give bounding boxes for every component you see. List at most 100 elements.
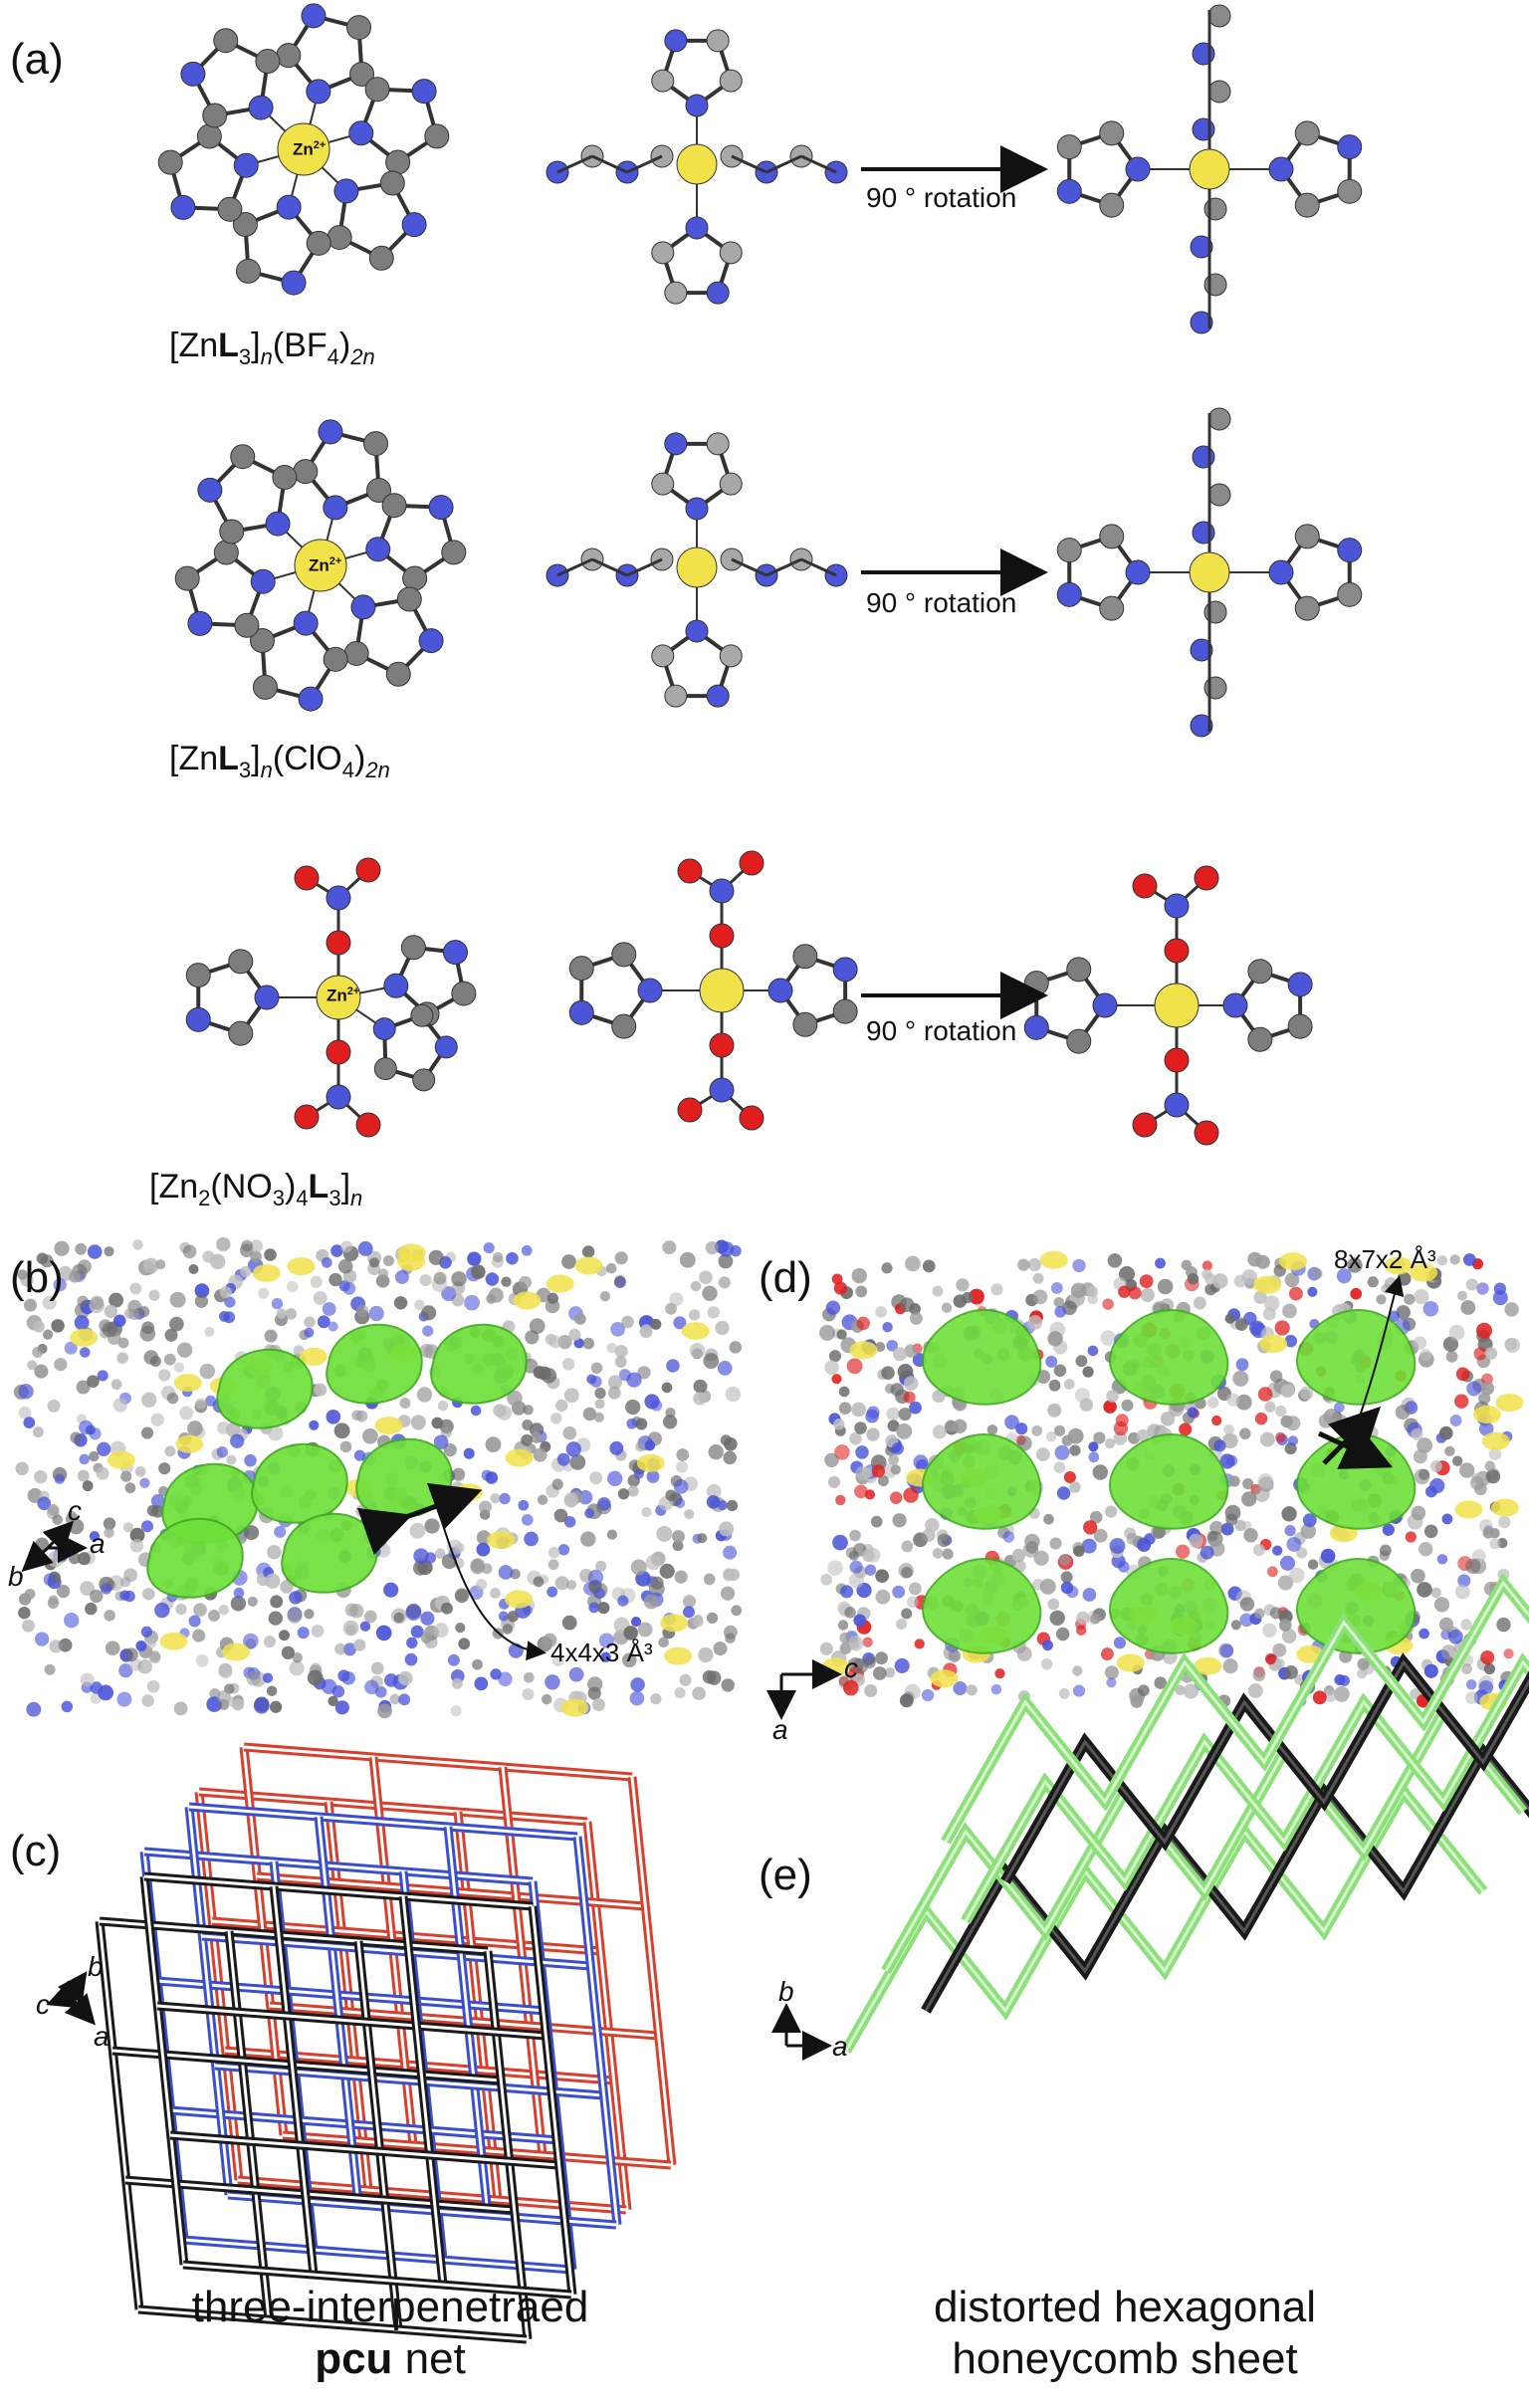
atom [1207, 483, 1231, 507]
atom [1249, 1320, 1265, 1336]
atom [556, 1452, 570, 1466]
atom [1252, 1668, 1266, 1682]
atom [195, 1653, 209, 1667]
atom [635, 1418, 648, 1430]
zinc-atom [1473, 1406, 1501, 1423]
atom [1465, 1558, 1481, 1574]
atom [1456, 1290, 1468, 1301]
nitrogen-atom [306, 79, 331, 105]
atom [1072, 1665, 1083, 1676]
atom [471, 1264, 486, 1279]
atom [1047, 1331, 1063, 1347]
atom [1049, 1610, 1065, 1627]
panel-label-e: (e) [759, 1851, 812, 1899]
atom [137, 1658, 152, 1674]
atom [1054, 1444, 1070, 1460]
atom [419, 1273, 432, 1287]
carbon-atom [424, 123, 450, 149]
atom [832, 1534, 848, 1551]
atom [42, 1329, 54, 1340]
atom [650, 1693, 662, 1705]
atom [1063, 1470, 1076, 1484]
atom [1058, 1554, 1071, 1566]
atom [1496, 1617, 1511, 1633]
atom [394, 1269, 409, 1284]
atom [382, 1254, 394, 1267]
atom [240, 1265, 252, 1277]
atom [1288, 1286, 1303, 1301]
atom [1155, 1257, 1166, 1269]
atom [80, 1347, 91, 1358]
zinc-atom [1410, 1263, 1437, 1282]
atom [892, 1513, 907, 1528]
atom [1027, 1257, 1041, 1272]
atom [1090, 1613, 1101, 1625]
atom [1031, 1424, 1043, 1436]
atom [843, 1679, 859, 1696]
atom [666, 1359, 680, 1373]
atom [1274, 1320, 1290, 1336]
zinc-atom [699, 968, 745, 1013]
nitrogen-atom [418, 628, 444, 654]
atom [892, 1585, 906, 1599]
atom [334, 1700, 349, 1715]
atom [97, 1370, 109, 1382]
atom [475, 1578, 488, 1591]
atom [1139, 1274, 1154, 1288]
atom [1449, 1254, 1460, 1265]
nitrogen-atom [248, 95, 274, 120]
atom [644, 1394, 660, 1410]
atom [1063, 1379, 1075, 1390]
nitrogen-atom [1337, 538, 1363, 563]
atom [849, 1529, 861, 1542]
atom [855, 1445, 869, 1459]
atom [582, 1407, 597, 1422]
atom [129, 1539, 144, 1553]
atom [881, 1366, 895, 1380]
nitrogen-atom [333, 178, 359, 204]
atom [898, 1408, 912, 1422]
atom [175, 1603, 187, 1616]
atom [370, 1661, 384, 1675]
zinc-atom [664, 1646, 693, 1665]
atom [507, 1611, 519, 1623]
atom [1032, 1272, 1044, 1284]
atom [1224, 1313, 1235, 1324]
atom [890, 1464, 901, 1475]
nitrogen-atom [401, 212, 427, 238]
net-edge-highlight [401, 1895, 445, 2286]
atom [54, 1473, 66, 1484]
atom [614, 1251, 628, 1265]
atom [1264, 1401, 1276, 1413]
axis-c-b: b [88, 1951, 104, 1982]
atom [375, 1274, 390, 1288]
zinc-atom [159, 1632, 188, 1650]
atom [953, 1680, 968, 1696]
atom [1225, 1513, 1238, 1526]
atom [218, 1310, 230, 1322]
atom [903, 1391, 916, 1404]
atom [698, 1646, 714, 1663]
atom [117, 1337, 129, 1349]
atom [169, 1316, 184, 1332]
oxygen-atom [1164, 1047, 1190, 1073]
carbon-atom [228, 949, 254, 975]
atom [326, 1409, 341, 1424]
atom [563, 1493, 578, 1508]
atom [399, 1398, 411, 1409]
atom [899, 1693, 914, 1708]
carbon-atom [1066, 1028, 1092, 1054]
atom [340, 1240, 353, 1253]
atom [451, 1677, 463, 1689]
atom [441, 1602, 453, 1615]
pore-surface [922, 1558, 1042, 1654]
atom [18, 1606, 31, 1620]
atom [875, 1569, 889, 1584]
atom [838, 1386, 850, 1398]
carbon-atom [651, 241, 675, 265]
atom [1404, 1293, 1416, 1305]
atom [77, 1552, 91, 1566]
atom [216, 1236, 231, 1252]
zinc-atom [277, 122, 330, 176]
panel-label-c: (c) [10, 1827, 62, 1875]
